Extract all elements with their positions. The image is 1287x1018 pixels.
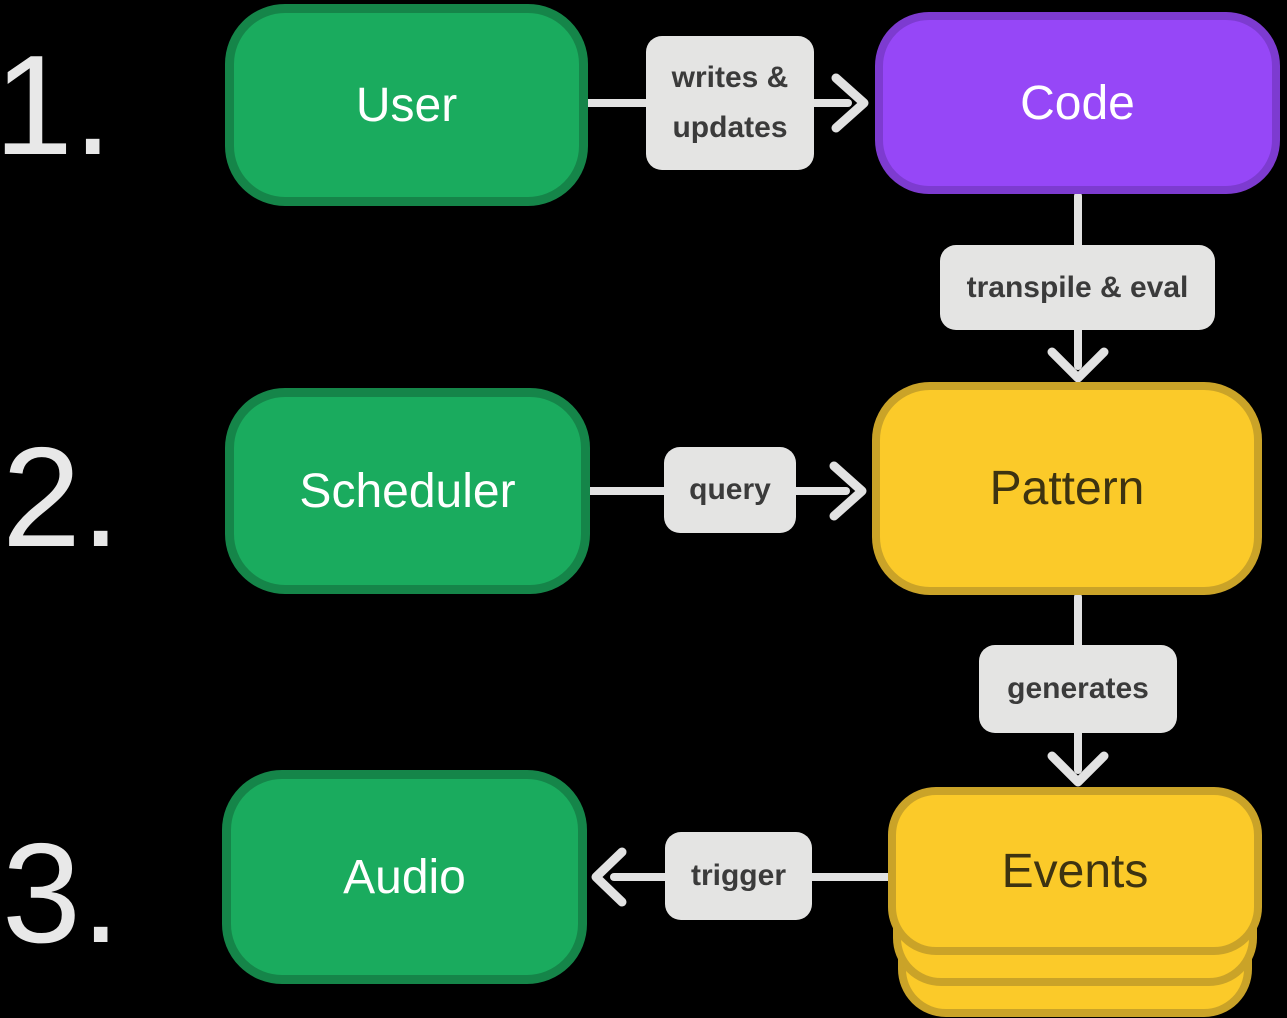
edge-label-text: query [689, 473, 771, 506]
edge-label-writes-updates: writes & updates [646, 36, 814, 170]
edge-label-text: generates [1007, 672, 1149, 705]
node-pattern-label: Pattern [989, 462, 1145, 515]
arrowhead-down-icon [1047, 751, 1109, 787]
edge-label-text: transpile & eval [966, 270, 1189, 304]
node-audio: Audio [222, 770, 587, 984]
node-scheduler-label: Scheduler [299, 464, 516, 518]
node-code-label: Code [1020, 76, 1135, 130]
step-number-3: 3. [2, 814, 121, 973]
edge-label-line: updates [672, 111, 788, 144]
step-number-1: 1. [0, 26, 113, 185]
node-audio-label: Audio [343, 850, 466, 904]
step-number-2: 2. [2, 418, 121, 577]
node-pattern: Pattern [872, 382, 1262, 595]
node-scheduler: Scheduler [225, 388, 590, 594]
node-code: Code [875, 12, 1280, 194]
edge-label-trigger: trigger [665, 832, 812, 920]
node-user-label: User [355, 78, 458, 132]
arrowhead-right-icon [831, 73, 869, 133]
arrowhead-down-icon [1047, 347, 1109, 383]
node-events: Events [888, 787, 1262, 955]
node-events-label: Events [1001, 844, 1149, 898]
edge-label-query: query [664, 447, 796, 533]
edge-label-transpile-eval: transpile & eval [940, 245, 1215, 330]
arrowhead-right-icon [829, 461, 867, 521]
edge-label-text: trigger [690, 859, 786, 892]
arrowhead-left-icon [591, 847, 627, 907]
node-user: User [225, 4, 588, 206]
edge-label-generates: generates [979, 645, 1177, 733]
edge-label-line: writes & [671, 60, 789, 94]
